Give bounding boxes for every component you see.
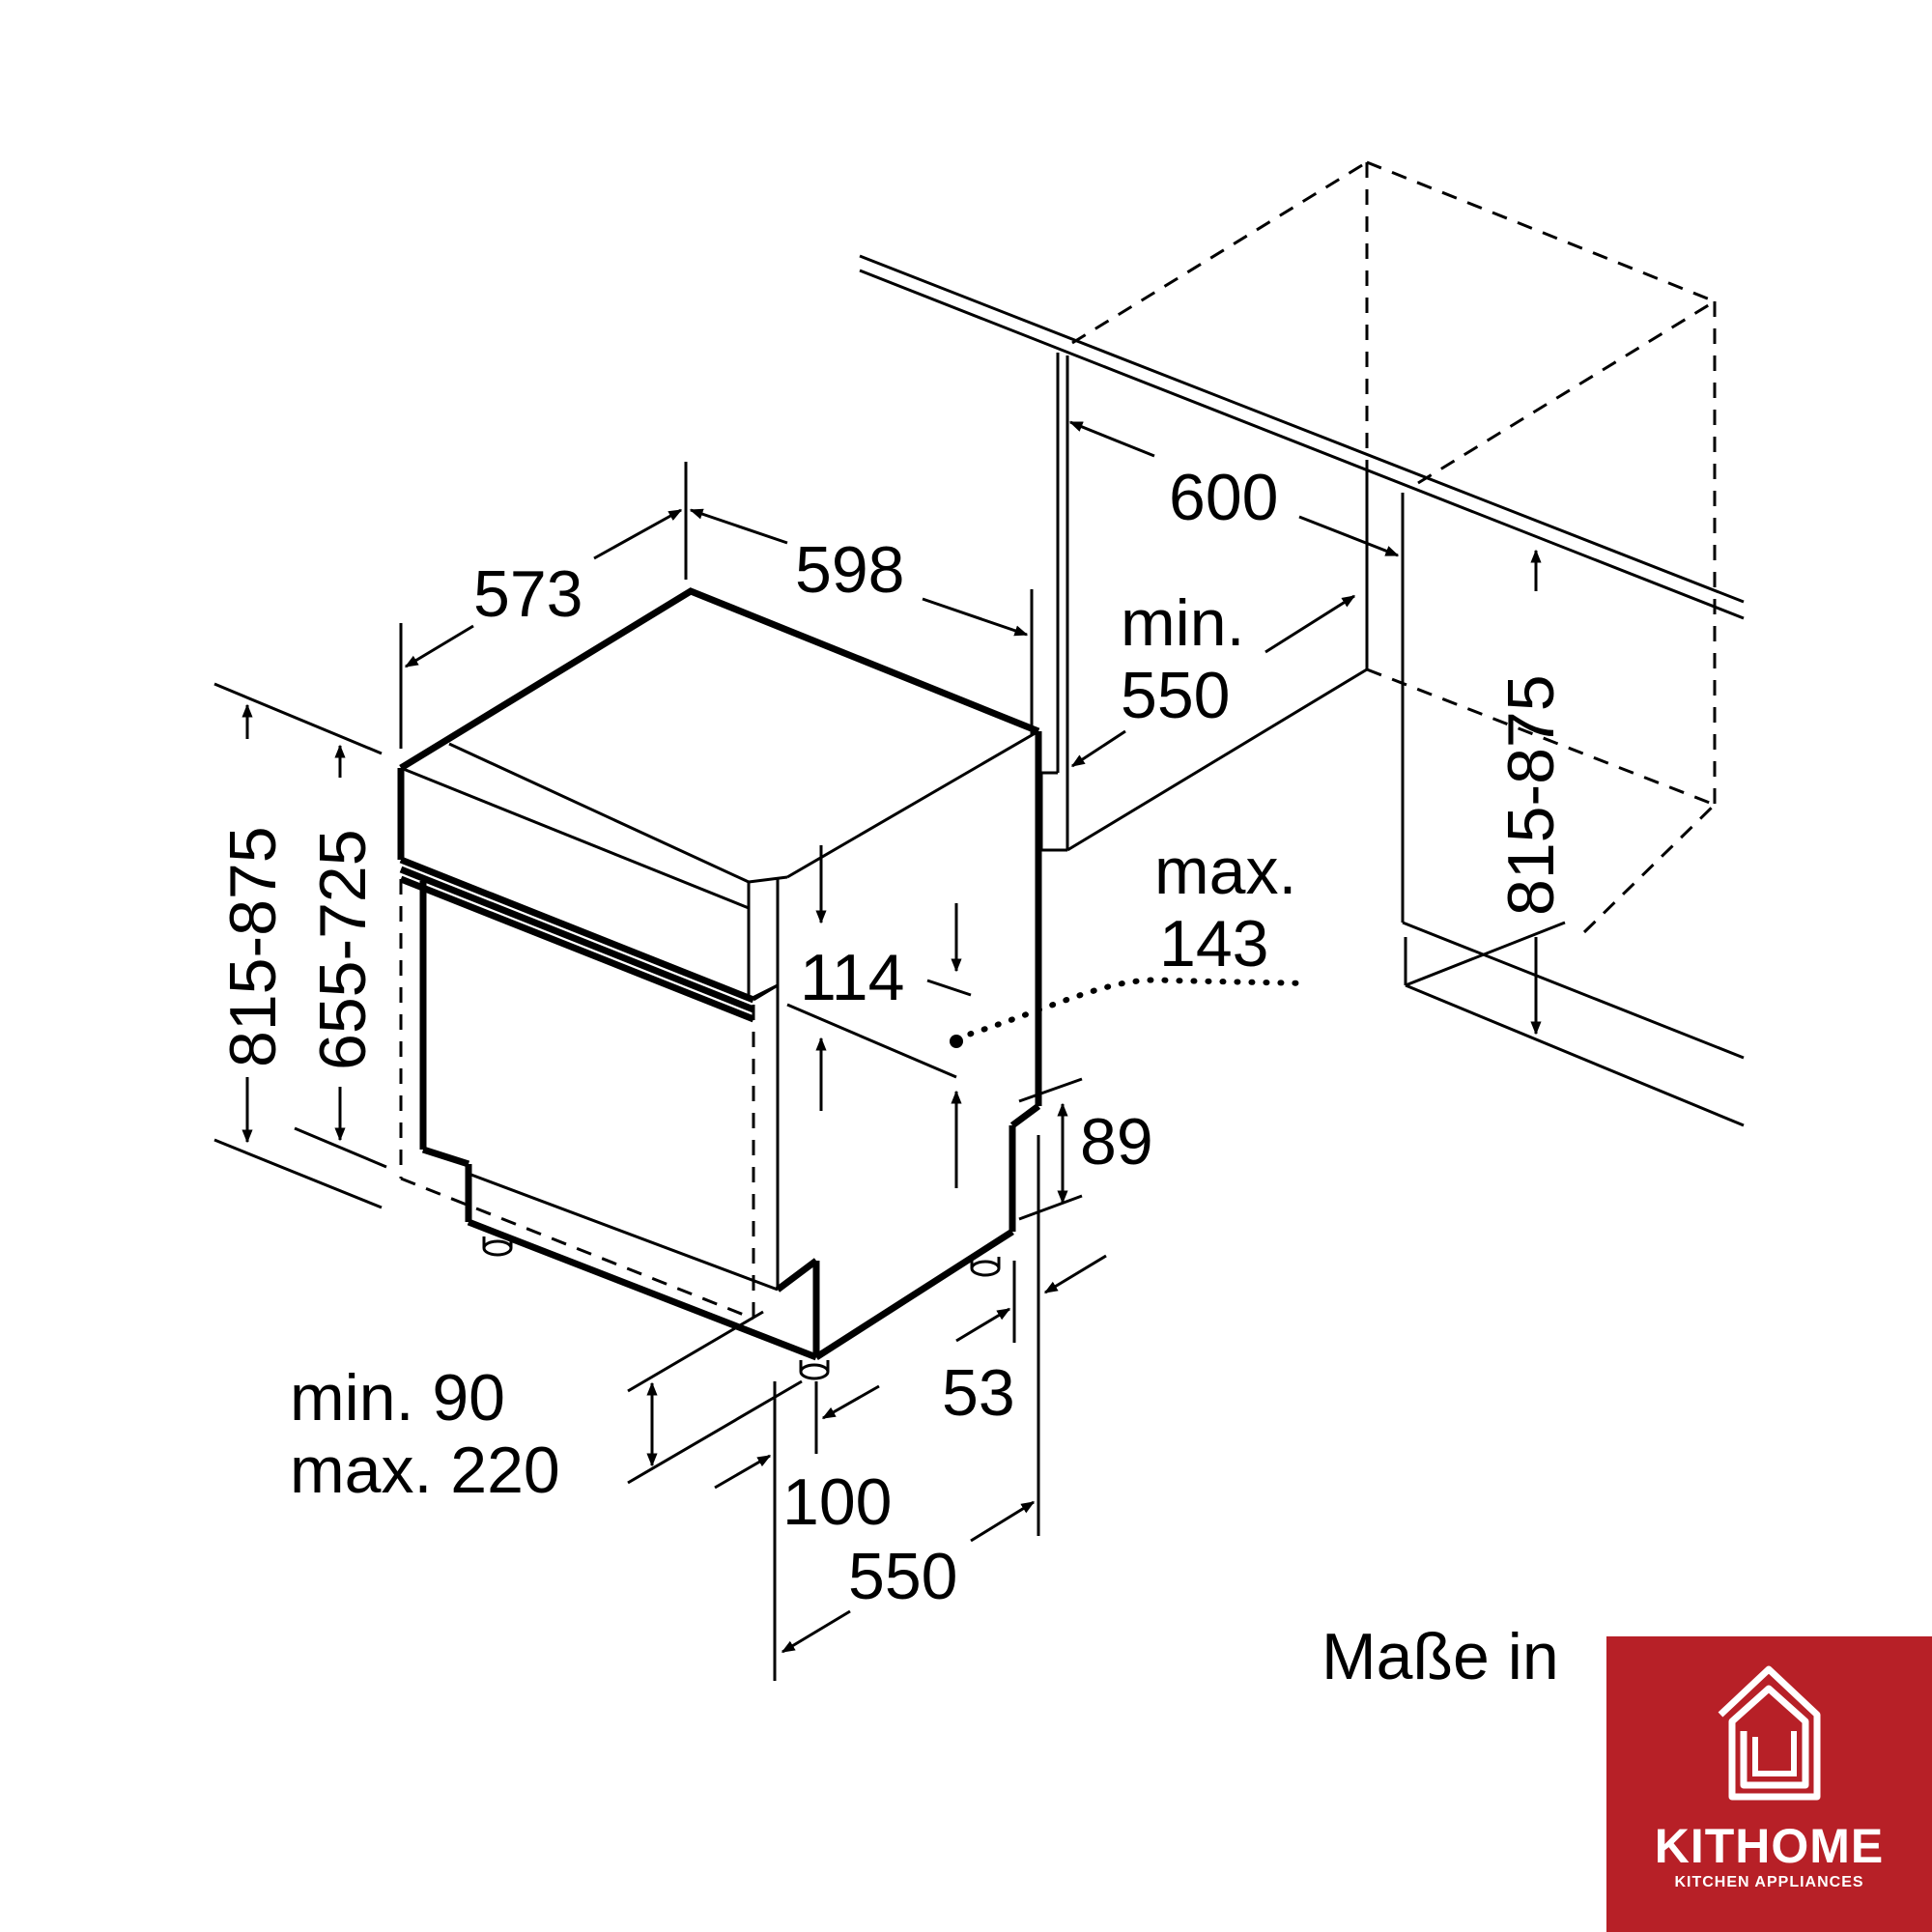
house-icon (1718, 1665, 1821, 1801)
dimension-lines (213, 420, 1542, 1681)
logo-subtitle: KITCHEN APPLIANCES (1674, 1874, 1864, 1890)
label-min-550-b: 550 (1121, 659, 1230, 732)
label-655-725: 655-725 (306, 829, 380, 1070)
label-600: 600 (1169, 461, 1278, 534)
label-598: 598 (795, 533, 904, 607)
brand-logo: KITHOME KITCHEN APPLIANCES (1606, 1636, 1932, 1932)
label-100: 100 (782, 1465, 892, 1539)
label-max-220: max. 220 (290, 1434, 560, 1507)
label-89: 89 (1080, 1105, 1153, 1179)
logo-brand-name: KITHOME (1654, 1819, 1885, 1873)
cabinet-niche (859, 160, 1745, 1127)
label-114: 114 (800, 941, 904, 1014)
label-min-550-a: min. (1121, 586, 1244, 660)
label-53: 53 (942, 1356, 1015, 1430)
label-max-143-a: max. (1154, 835, 1296, 908)
dimension-labels: 573 598 600 min. 550 815-875 655-725 815… (216, 461, 1568, 1613)
label-max-143-b: 143 (1159, 907, 1268, 980)
label-min-90: min. 90 (290, 1361, 505, 1435)
label-573: 573 (473, 557, 582, 631)
label-815-875-right: 815-875 (1494, 674, 1568, 916)
label-815-875-left: 815-875 (216, 826, 290, 1067)
units-caption: Maße in (1321, 1620, 1559, 1693)
label-550: 550 (848, 1540, 957, 1613)
dishwasher-body (397, 587, 1042, 1380)
